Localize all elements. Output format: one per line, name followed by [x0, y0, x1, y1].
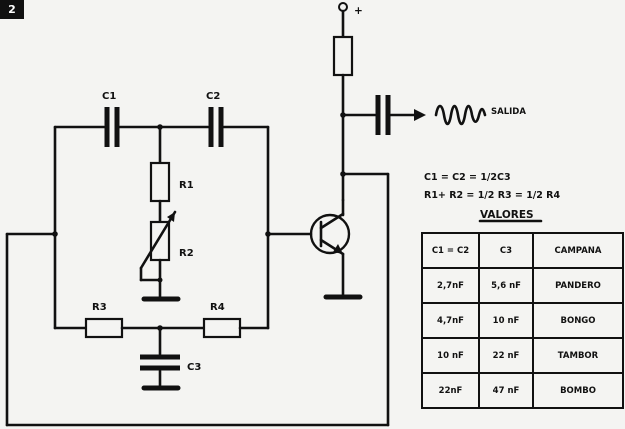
- table-cell: 5,6 nF: [478, 267, 534, 304]
- label-c2: C2: [206, 91, 220, 102]
- transistor: [309, 213, 351, 255]
- table-cell: 22 nF: [478, 337, 534, 374]
- output-label: SALIDA: [491, 107, 526, 117]
- label-c3: C3: [187, 362, 201, 373]
- resistor-r4: [202, 317, 242, 339]
- table-cell: 4,7nF: [421, 302, 480, 339]
- formula-resistors: R1+ R2 = 1/2 R3 = 1/2 R4: [424, 190, 561, 201]
- table-cell: BONGO: [532, 302, 624, 339]
- label-r4: R4: [210, 302, 225, 313]
- collector-resistor: [332, 35, 354, 77]
- table-cell: PANDERO: [532, 267, 624, 304]
- label-c1: C1: [102, 91, 116, 102]
- supply-plus-label: +: [354, 5, 363, 17]
- output-wave: [434, 104, 487, 126]
- resistor-r1: [149, 161, 171, 203]
- table-cell: BOMBO: [532, 372, 624, 409]
- table-cell: TAMBOR: [532, 337, 624, 374]
- table-cell: 47 nF: [478, 372, 534, 409]
- values-title: VALORES: [480, 209, 534, 221]
- figure-number-badge: 2: [0, 0, 24, 19]
- table-cell: 22nF: [421, 372, 480, 409]
- label-r1: R1: [179, 180, 194, 191]
- table-cell: C1 = C2: [421, 232, 480, 269]
- table-cell: 10 nF: [421, 337, 480, 374]
- table-cell: 10 nF: [478, 302, 534, 339]
- formula-capacitors: C1 = C2 = 1/2C3: [424, 172, 511, 183]
- table-cell: CAMPANA: [532, 232, 624, 269]
- table-cell: C3: [478, 232, 534, 269]
- label-r2: R2: [179, 248, 194, 259]
- label-r3: R3: [92, 302, 107, 313]
- resistor-r3: [84, 317, 124, 339]
- table-cell: 2,7nF: [421, 267, 480, 304]
- output-arrow: [414, 109, 426, 121]
